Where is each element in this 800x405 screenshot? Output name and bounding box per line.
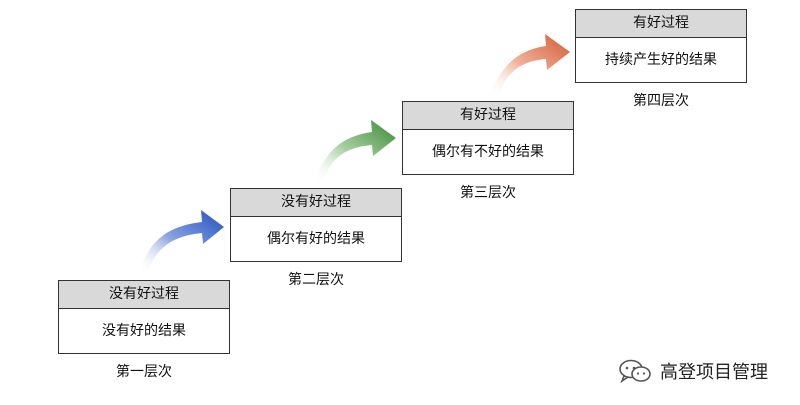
watermark: 高登项目管理 (618, 356, 768, 386)
step-box-3: 有好过程 偶尔有不好的结果 (402, 101, 574, 175)
step-result-label: 持续产生好的结果 (605, 52, 717, 68)
level-label-1: 第一层次 (116, 364, 172, 380)
step-result-label: 偶尔有好的结果 (267, 231, 365, 247)
curved-arrow-icon (490, 34, 570, 97)
step-box-2: 没有好过程 偶尔有好的结果 (230, 188, 402, 262)
step-box-4: 有好过程 持续产生好的结果 (575, 9, 747, 83)
step-process-label: 没有好过程 (59, 281, 229, 309)
step-process-label: 没有好过程 (231, 189, 401, 217)
curved-arrow-icon (140, 210, 224, 272)
step-box-1: 没有好过程 没有好的结果 (58, 280, 230, 354)
watermark-text: 高登项目管理 (660, 362, 768, 383)
wechat-icon (619, 359, 651, 383)
step-process-label: 有好过程 (576, 10, 746, 38)
level-label-2: 第二层次 (288, 272, 344, 288)
step-result-label: 没有好的结果 (102, 323, 186, 339)
step-result-label: 偶尔有不好的结果 (432, 144, 544, 160)
curved-arrow-icon (315, 120, 396, 182)
level-label-3: 第三层次 (460, 185, 516, 201)
step-process-label: 有好过程 (403, 102, 573, 130)
level-label-4: 第四层次 (633, 93, 689, 109)
